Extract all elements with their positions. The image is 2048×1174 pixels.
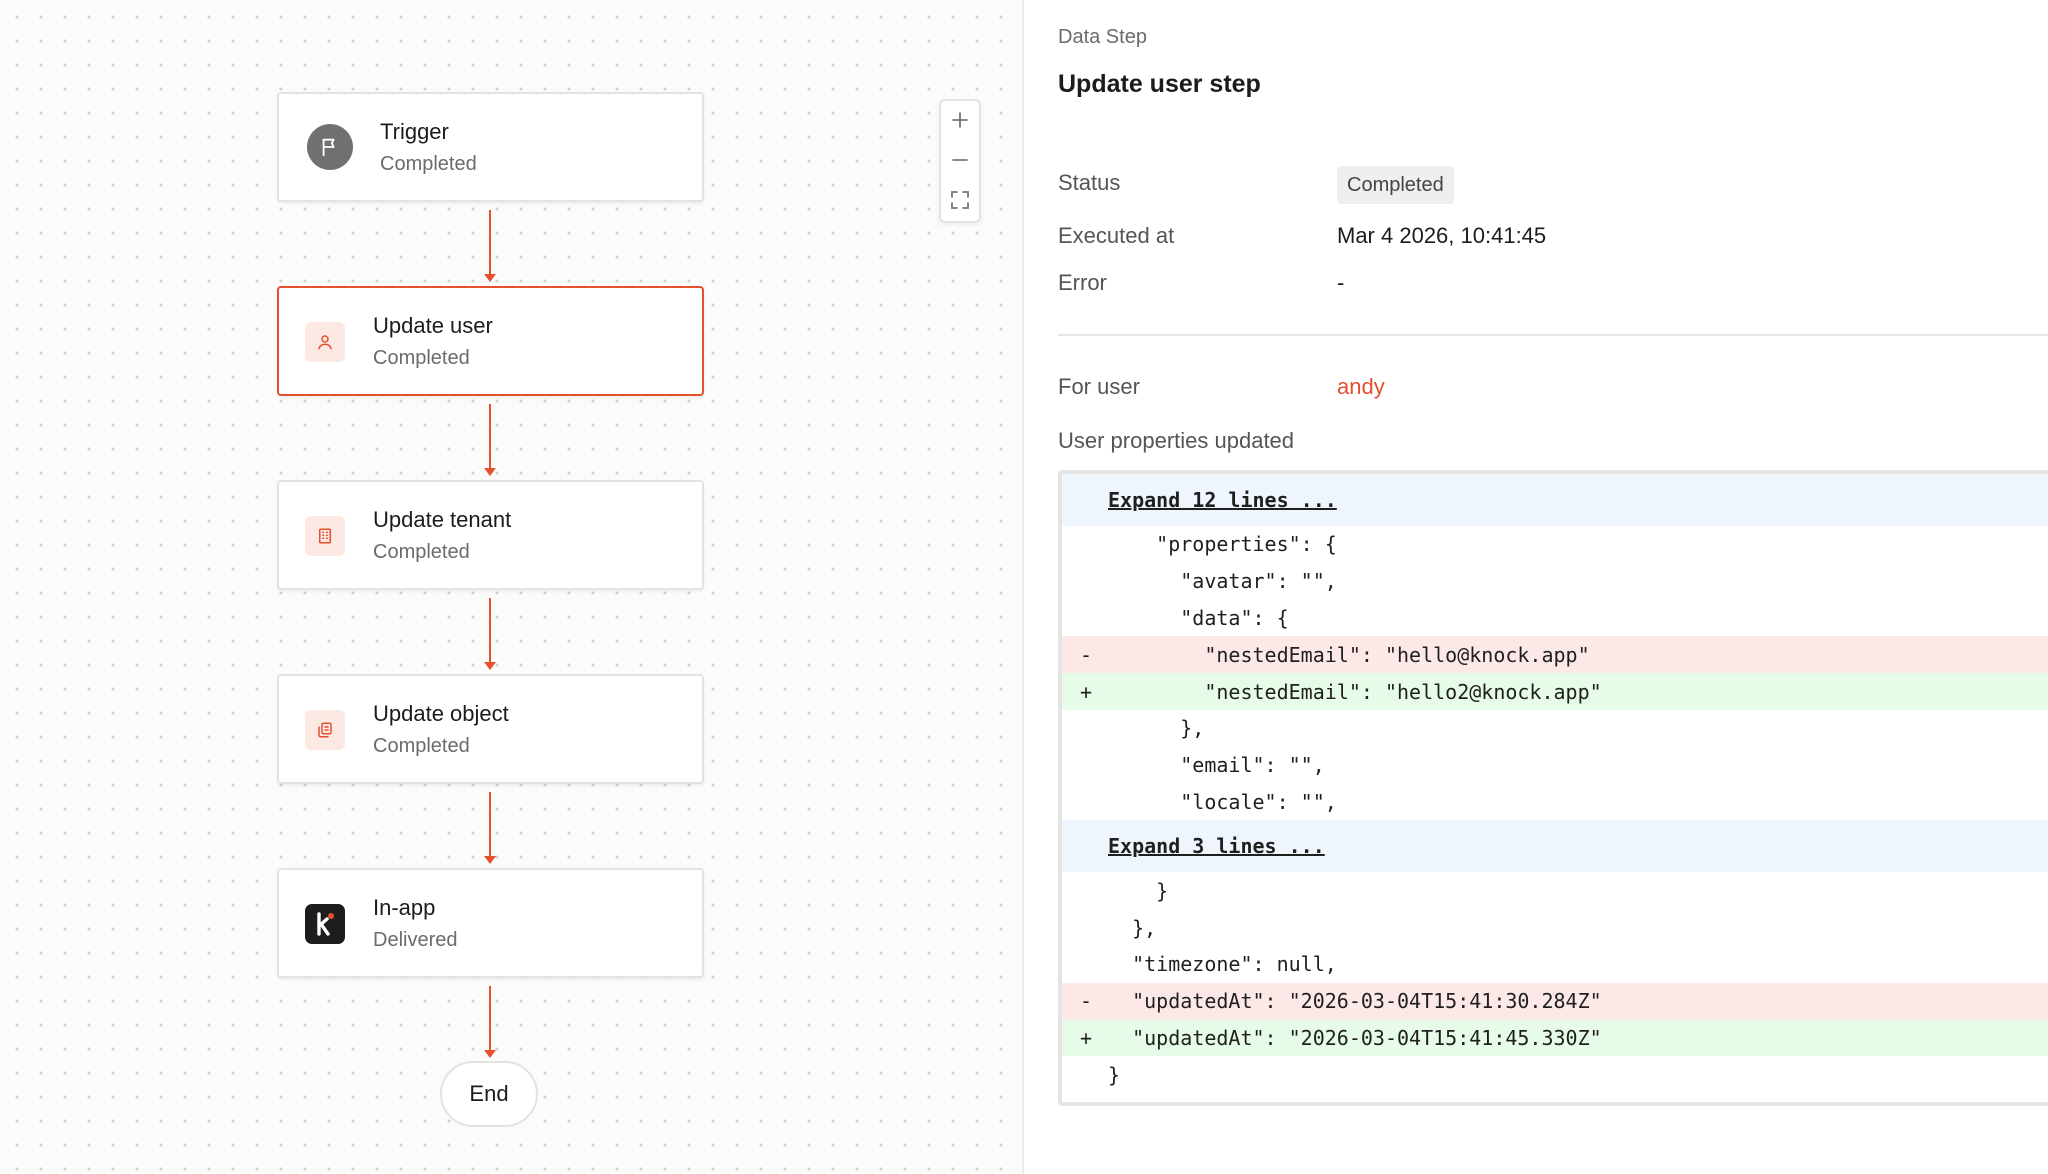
diff-context-line: "email": "",	[1062, 747, 2048, 784]
diff-code: "updatedAt": "2026-03-04T15:41:30.284Z"	[1108, 989, 1602, 1014]
minus-icon	[952, 159, 968, 161]
diff-context-line: },	[1062, 710, 2048, 747]
node-status: Delivered	[373, 929, 458, 951]
for-user-link[interactable]: andy	[1337, 374, 1385, 399]
connector-arrow	[484, 598, 496, 670]
node-status: Completed	[373, 735, 470, 757]
node-title: Update user	[373, 313, 493, 338]
user-icon	[305, 322, 345, 362]
fit-view-icon	[951, 191, 969, 209]
executed-at-value: Mar 4 2026, 10:41:45	[1337, 223, 1547, 248]
diff-sign: +	[1080, 1025, 1093, 1050]
expand-lines-button[interactable]: Expand 3 lines ...	[1062, 820, 2048, 873]
diff-removed-line: - "updatedAt": "2026-03-04T15:41:30.284Z…	[1062, 982, 2048, 1020]
zoom-controls	[939, 99, 981, 223]
diff-code: "data": {	[1108, 605, 1289, 630]
diff-context-line: },	[1062, 909, 2048, 946]
flag-icon	[307, 124, 353, 170]
diff-added-line: + "nestedEmail": "hello2@knock.app"	[1062, 673, 2048, 710]
expand-lines-label: Expand 12 lines ...	[1108, 488, 1337, 512]
fit-view-button[interactable]	[941, 181, 979, 219]
properties-diff-viewer: Expand 12 lines ... "properties": { "ava…	[1058, 470, 2048, 1106]
diff-added-line: + "updatedAt": "2026-03-04T15:41:45.330Z…	[1062, 1019, 2048, 1057]
diff-code: "nestedEmail": "hello2@knock.app"	[1108, 679, 1602, 704]
panel-eyebrow: Data Step	[1058, 26, 1147, 48]
diff-code: "updatedAt": "2026-03-04T15:41:45.330Z"	[1108, 1025, 1602, 1050]
diff-code: "avatar": "",	[1108, 569, 1337, 594]
connector-arrow	[484, 404, 496, 476]
diff-context-line: "timezone": null,	[1062, 946, 2048, 983]
node-trigger[interactable]: Trigger Completed	[277, 92, 704, 202]
for-user-label: For user	[1058, 374, 1140, 399]
diff-context-line: }	[1062, 1056, 2048, 1093]
diff-code: "email": "",	[1108, 753, 1325, 778]
node-title: Trigger	[380, 119, 449, 144]
connector-arrow	[484, 792, 496, 864]
error-label: Error	[1058, 270, 1107, 295]
diff-code: },	[1108, 716, 1205, 741]
diff-code: "timezone": null,	[1108, 952, 1337, 977]
panel-title: Update user step	[1058, 70, 1261, 98]
diff-sign: -	[1080, 642, 1093, 667]
diff-sign: -	[1080, 989, 1093, 1014]
node-in-app[interactable]: In-app Delivered	[277, 868, 704, 978]
zoom-out-button[interactable]	[941, 141, 979, 179]
executed-at-label: Executed at	[1058, 223, 1175, 248]
status-label: Status	[1058, 170, 1121, 195]
workflow-canvas[interactable]: Trigger Completed Update user Completed …	[0, 0, 1024, 1174]
user-properties-label: User properties updated	[1058, 428, 1295, 453]
diff-context-line: "avatar": "",	[1062, 563, 2048, 600]
step-detail-panel: Data Step Update user step Status Comple…	[1024, 0, 2048, 1174]
expand-lines-button[interactable]: Expand 12 lines ...	[1062, 474, 2048, 526]
diff-code: "nestedEmail": "hello@knock.app"	[1108, 642, 1590, 667]
diff-context-line: "data": {	[1062, 600, 2048, 637]
expand-lines-label: Expand 3 lines ...	[1108, 834, 1325, 859]
diff-code: },	[1108, 915, 1157, 940]
node-status: Completed	[380, 153, 477, 175]
node-status: Completed	[373, 541, 470, 563]
knock-logo-icon	[305, 904, 345, 944]
end-node: End	[440, 1061, 538, 1127]
diff-code: "properties": {	[1108, 532, 1337, 557]
building-icon	[305, 516, 345, 556]
diff-context-line: }	[1062, 872, 2048, 909]
divider	[1058, 334, 2048, 336]
object-icon	[305, 710, 345, 750]
diff-code: "locale": "",	[1108, 789, 1337, 814]
diff-context-line: "locale": "",	[1062, 784, 2048, 821]
plus-icon	[952, 112, 968, 128]
diff-context-line: "properties": {	[1062, 526, 2048, 563]
node-title: Update tenant	[373, 507, 512, 532]
node-update-user[interactable]: Update user Completed	[277, 286, 704, 396]
status-badge: Completed	[1337, 166, 1454, 204]
diff-code: }	[1108, 878, 1169, 903]
node-update-tenant[interactable]: Update tenant Completed	[277, 480, 704, 590]
zoom-in-button[interactable]	[941, 101, 979, 139]
node-title: In-app	[373, 895, 436, 920]
connector-arrow	[484, 986, 496, 1058]
diff-sign: +	[1080, 679, 1093, 704]
node-status: Completed	[373, 347, 470, 369]
error-value: -	[1337, 270, 1345, 295]
node-title: Update object	[373, 701, 509, 726]
node-update-object[interactable]: Update object Completed	[277, 674, 704, 784]
connector-arrow	[484, 210, 496, 282]
diff-removed-line: - "nestedEmail": "hello@knock.app"	[1062, 636, 2048, 674]
diff-code: }	[1108, 1062, 1121, 1087]
